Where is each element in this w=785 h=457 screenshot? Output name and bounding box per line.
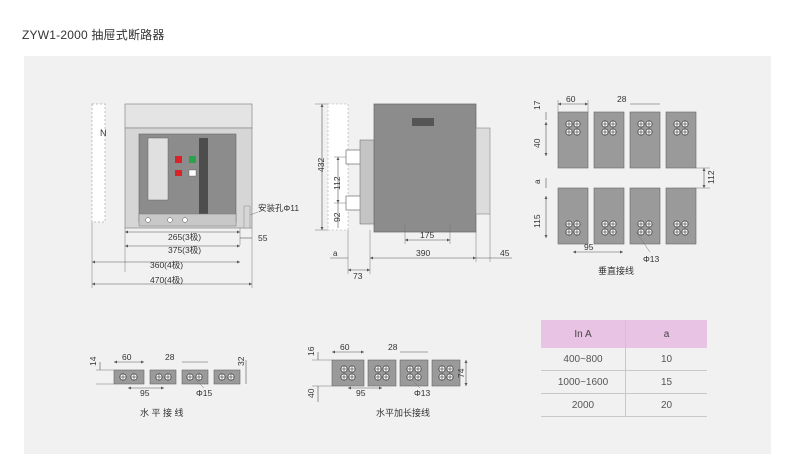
- dim-432: 432: [316, 158, 326, 172]
- handle-bar: [199, 138, 208, 218]
- vw-dim-17: 17: [532, 100, 542, 110]
- dim-175: 175: [420, 230, 434, 240]
- table-cell-in-a: 2000: [541, 393, 626, 417]
- dim-375: 375(3极): [168, 245, 201, 255]
- dim-73: 73: [353, 271, 363, 281]
- front-left-dash-box: [91, 103, 106, 223]
- side-view: 432 112 92 175 390 45 a 73: [315, 103, 512, 281]
- dim-55: 55: [258, 233, 268, 243]
- vw-dim-115: 115: [532, 214, 542, 228]
- horizontal-wiring-label: 水 平 接 线: [140, 407, 184, 418]
- table-cell-a: 20: [625, 393, 707, 417]
- table-header-row: In A a: [541, 320, 707, 348]
- red-indicator: [175, 156, 182, 163]
- front-view: N 安装孔Φ11 265(3极) 375(3极) 55 360(4极) 470(…: [91, 103, 299, 288]
- horizontal-wiring: 14 60 28 32 95 Φ15 水 平 接 线: [88, 352, 247, 418]
- hew-dim-60: 60: [340, 342, 350, 352]
- table-header-a: a: [625, 320, 707, 348]
- front-window: [147, 137, 169, 201]
- hew-dim-74: 74: [456, 368, 466, 378]
- front-top-bar: [124, 103, 253, 129]
- table-cell-a: 15: [625, 370, 707, 394]
- table-cell-in-a: 1000~1600: [541, 370, 626, 394]
- hw-dim-phi15: Φ15: [196, 388, 213, 398]
- hw-dim-60: 60: [122, 352, 132, 362]
- vw-dim-phi13: Φ13: [643, 254, 660, 264]
- vw-dim-28: 28: [617, 94, 627, 104]
- dim-470: 470(4极): [150, 275, 183, 285]
- dim-390: 390: [416, 248, 430, 258]
- vw-dim-40: 40: [532, 138, 542, 148]
- hew-dim-phi13: Φ13: [414, 388, 431, 398]
- table-row: 1000~1600 15: [541, 370, 707, 394]
- vertical-wiring: 60 28 17 40 a 112 115 95 Φ13 垂直接线: [532, 94, 716, 276]
- dim-45: 45: [500, 248, 510, 258]
- hw-dim-28: 28: [165, 352, 175, 362]
- table-header-in-a: In A: [541, 320, 626, 348]
- hew-dim-40: 40: [306, 388, 316, 398]
- table-row: 400~800 10: [541, 348, 707, 371]
- vw-dim-95: 95: [584, 242, 594, 252]
- table-cell-in-a: 400~800: [541, 348, 626, 371]
- mount-hole-label: 安装孔Φ11: [258, 203, 299, 213]
- horizontal-ext-wiring-label: 水平加长接线: [376, 407, 430, 418]
- table-cell-a: 10: [625, 348, 707, 371]
- red-button: [175, 170, 182, 176]
- hew-dim-95: 95: [356, 388, 366, 398]
- dim-360: 360(4极): [150, 260, 183, 270]
- hw-dim-95: 95: [140, 388, 150, 398]
- label-n: N: [100, 128, 107, 138]
- vw-dim-112: 112: [706, 170, 716, 184]
- horizontal-ext-wiring: 16 60 28 74 40 95 Φ13 水平加长接线: [306, 342, 468, 418]
- dim-a: a: [333, 249, 338, 258]
- green-indicator: [189, 156, 196, 163]
- dim-112: 112: [332, 176, 342, 190]
- page-title: ZYW1-2000 抽屉式断路器: [22, 28, 165, 42]
- vw-dim-60: 60: [566, 94, 576, 104]
- dim-92: 92: [332, 212, 342, 222]
- hw-dim-32: 32: [236, 356, 246, 366]
- table-row: 2000 20: [541, 393, 707, 417]
- hew-dim-16: 16: [306, 346, 316, 356]
- white-button: [188, 169, 197, 177]
- vertical-wiring-label: 垂直接线: [598, 265, 634, 276]
- current-table: In A a 400~800 10 1000~1600 15 2000 20: [541, 320, 707, 417]
- vw-dim-a: a: [533, 179, 542, 184]
- hw-dim-14: 14: [88, 356, 98, 366]
- hew-dim-28: 28: [388, 342, 398, 352]
- dim-265: 265(3极): [168, 232, 201, 242]
